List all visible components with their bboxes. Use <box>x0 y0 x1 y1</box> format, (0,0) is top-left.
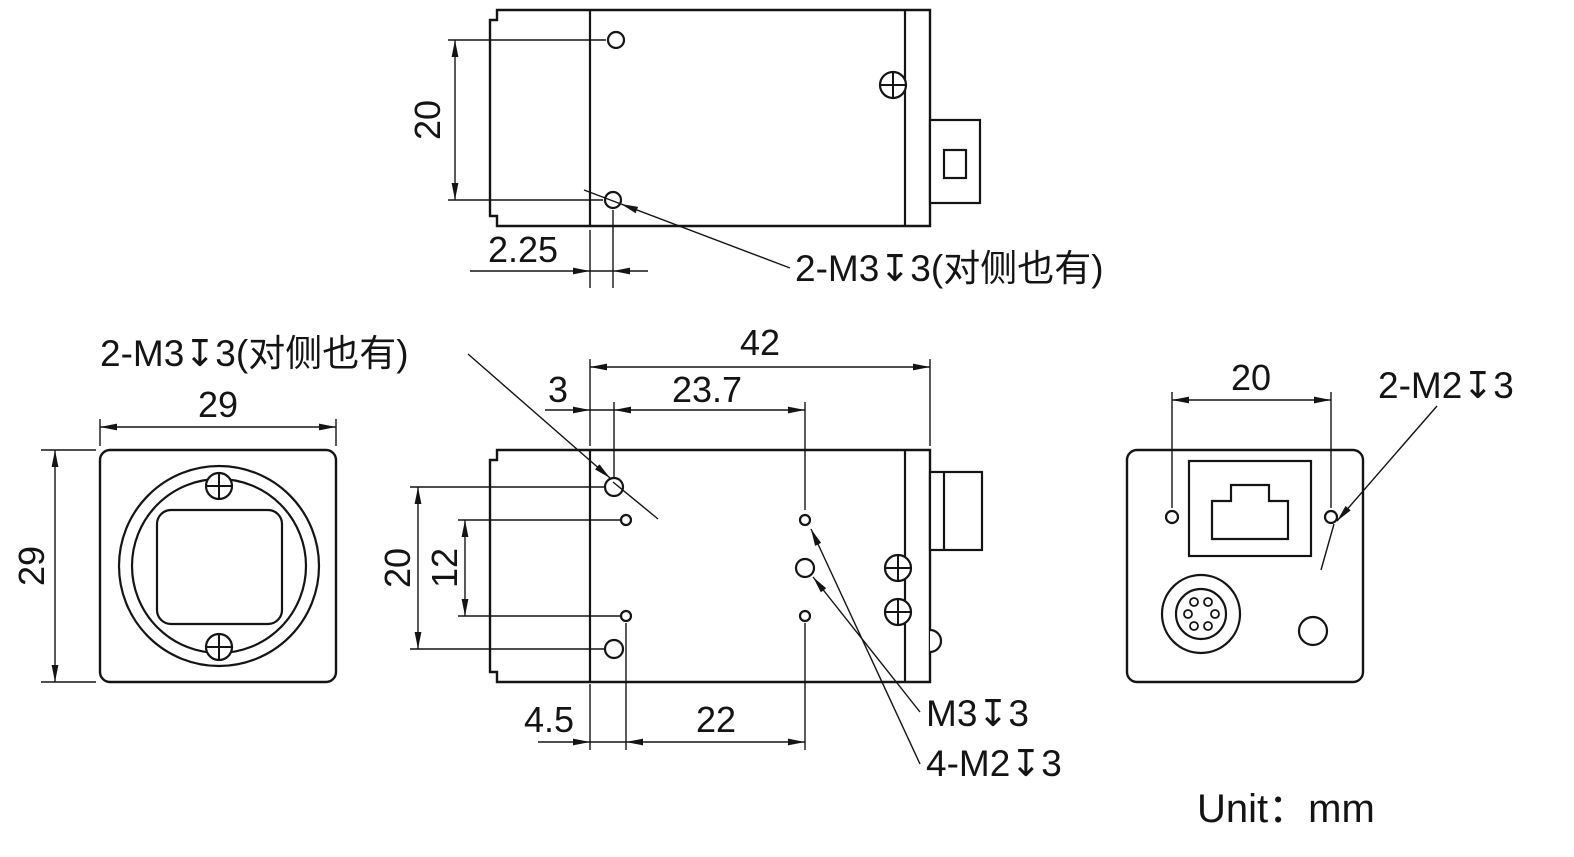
unit-note: Unit：mm <box>1197 787 1375 831</box>
top-view-dimensions <box>448 39 791 288</box>
leader-line <box>583 189 622 205</box>
leader-line <box>467 353 611 479</box>
dim-top-hole-offset: 2.25 <box>488 229 558 270</box>
rear-view <box>1125 448 1365 684</box>
dim-top-hole-span: 23.7 <box>672 369 742 410</box>
dim-top-hole-spacing: 20 <box>407 100 448 140</box>
rear-m2-hole-right <box>1323 509 1339 525</box>
leader-line <box>1336 405 1438 522</box>
power-pin <box>1210 609 1220 619</box>
power-pin <box>1203 597 1213 607</box>
side-thumbscrew-bump <box>929 628 943 654</box>
dim-rear-hole-spacing: 20 <box>1231 357 1271 398</box>
callout-side-holes: 2-M3↧3(对侧也有) <box>100 333 409 374</box>
m2-hole <box>619 513 633 527</box>
callout-m2-holes: 4-M2↧3 <box>926 743 1062 784</box>
callout-center-hole: M3↧3 <box>926 693 1029 734</box>
side-view <box>488 448 984 684</box>
top-view <box>488 8 982 228</box>
m2-hole <box>798 609 812 623</box>
dim-front-height: 29 <box>11 546 52 586</box>
callout-rear-holes: 2-M2↧3 <box>1378 365 1514 406</box>
power-pin <box>1189 597 1199 607</box>
top-view-m3-hole-bottom <box>603 190 623 210</box>
sensor-window <box>155 508 284 626</box>
side-m3-center-hole <box>794 557 816 579</box>
rear-view-dimensions <box>1171 392 1438 571</box>
leader-line <box>612 481 659 520</box>
power-pin <box>1189 621 1199 631</box>
dim-m2-vertical-spacing: 12 <box>424 548 465 588</box>
dim-body-length: 42 <box>740 322 780 363</box>
front-view <box>98 448 338 684</box>
power-pin <box>1183 609 1193 619</box>
leader-line <box>1320 523 1335 571</box>
side-connector <box>928 470 984 552</box>
ethernet-port-cavity <box>1210 483 1290 541</box>
leader-line <box>812 576 921 713</box>
dim-front-width: 29 <box>198 384 238 425</box>
side-view-dimensions <box>410 353 931 765</box>
callout-top-side-holes: 2-M3↧3(对侧也有) <box>795 248 1104 289</box>
m2-hole <box>619 609 633 623</box>
rear-m2-hole-left <box>1164 509 1180 525</box>
top-view-body-outline <box>488 8 932 228</box>
m2-hole <box>798 513 812 527</box>
side-m3-hole-top <box>603 476 625 498</box>
leader-line <box>810 528 921 765</box>
side-m3-hole-bottom <box>603 638 625 660</box>
side-body-outline <box>488 448 932 684</box>
power-pin <box>1203 621 1213 631</box>
dim-bottom-hole-inset: 4.5 <box>524 699 574 740</box>
rear-indicator-hole <box>1297 615 1329 647</box>
front-view-dimensions <box>41 419 337 683</box>
power-connector-inner <box>1174 587 1228 641</box>
top-view-m3-hole-top <box>606 30 626 50</box>
leader-line <box>620 203 791 269</box>
top-view-connector-pin <box>942 148 968 180</box>
dim-top-hole-inset: 3 <box>548 369 568 410</box>
dim-side-hole-spacing: 20 <box>377 548 418 588</box>
dim-m2-horizontal-spacing: 22 <box>696 699 736 740</box>
